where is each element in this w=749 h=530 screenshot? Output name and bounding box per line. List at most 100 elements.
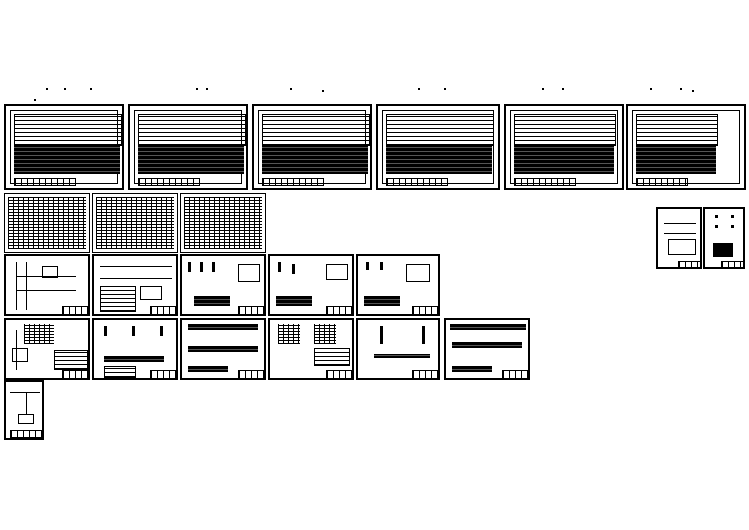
- title-block: [238, 306, 266, 316]
- drawing-sheet: [4, 104, 124, 190]
- wire: [16, 330, 17, 370]
- wire: [664, 233, 696, 234]
- symbol-row: [188, 324, 258, 330]
- title-block: [514, 178, 576, 186]
- header-mark: [322, 90, 324, 92]
- schematic-sheet: [4, 318, 90, 380]
- symbol-row: [364, 296, 400, 306]
- sheet-table: [386, 144, 492, 174]
- schematic-sheet: [268, 254, 354, 316]
- wire: [10, 392, 40, 393]
- wire: [26, 262, 27, 310]
- schematic-sheet: [4, 380, 44, 440]
- component: [18, 414, 34, 424]
- symbol: [160, 326, 163, 336]
- wire: [26, 392, 27, 414]
- component: [42, 266, 58, 278]
- drawing-sheet: [252, 104, 372, 190]
- header-mark: [444, 88, 446, 90]
- sheet-table: [262, 114, 370, 146]
- title-block: [150, 370, 178, 380]
- sheet-table: [104, 366, 136, 378]
- component: [713, 243, 733, 257]
- schematic-sheet: [656, 207, 702, 269]
- title-block: [238, 370, 266, 380]
- symbol-row: [452, 366, 492, 372]
- header-mark: [418, 88, 420, 90]
- header-mark: [650, 88, 652, 90]
- symbol: [188, 262, 191, 272]
- schematic-sheet: [92, 254, 178, 316]
- title-block: [14, 178, 76, 186]
- wire: [16, 262, 17, 310]
- header-mark: [196, 88, 198, 90]
- component: [238, 264, 260, 282]
- symbol: [731, 225, 734, 228]
- symbol: [380, 326, 383, 344]
- drawing-sheet: [376, 104, 500, 190]
- schematic-sheet: [180, 254, 266, 316]
- symbol-row: [194, 296, 230, 306]
- dense-table: [96, 197, 174, 249]
- dense-table: [184, 197, 262, 249]
- header-mark: [290, 88, 292, 90]
- symbol: [715, 225, 718, 228]
- sheet-table: [100, 286, 136, 312]
- header-mark: [562, 88, 564, 90]
- title-block: [678, 261, 702, 269]
- title-block: [502, 370, 530, 380]
- component: [406, 264, 430, 282]
- symbol: [715, 215, 718, 218]
- drawing-sheet: [128, 104, 248, 190]
- title-block: [62, 370, 90, 380]
- wire: [100, 266, 172, 267]
- sheet-table: [138, 144, 244, 174]
- symbol-row: [188, 366, 228, 372]
- title-block: [62, 306, 90, 316]
- title-block: [412, 306, 440, 316]
- drawing-sheet: [504, 104, 624, 190]
- symbol: [292, 264, 295, 274]
- symbol: [104, 326, 107, 336]
- symbol: [731, 215, 734, 218]
- symbol: [212, 262, 215, 272]
- title-block: [721, 261, 745, 269]
- symbol: [366, 262, 369, 270]
- schematic-sheet: [180, 318, 266, 380]
- symbol-row: [374, 354, 430, 358]
- component: [12, 348, 28, 362]
- sheet-table: [54, 350, 88, 370]
- dense-table: [314, 324, 336, 344]
- sheet-table: [14, 114, 122, 146]
- title-block: [412, 370, 440, 380]
- dense-table: [24, 324, 54, 344]
- wire: [100, 278, 172, 279]
- symbol: [278, 262, 281, 272]
- symbol-row: [188, 346, 258, 352]
- header-mark: [64, 88, 66, 90]
- symbol: [380, 262, 383, 270]
- symbol-row: [104, 356, 164, 362]
- component: [140, 286, 162, 300]
- schematic-sheet: [703, 207, 745, 269]
- title-block: [326, 306, 354, 316]
- table-sheet: [92, 193, 178, 253]
- title-block: [386, 178, 448, 186]
- title-block: [636, 178, 688, 186]
- sheet-table: [262, 144, 368, 174]
- title-block: [262, 178, 324, 186]
- symbol: [200, 262, 203, 272]
- symbol: [132, 326, 135, 336]
- schematic-sheet: [356, 318, 440, 380]
- symbol-row: [452, 342, 522, 348]
- header-mark: [692, 90, 694, 92]
- title-block: [326, 370, 354, 380]
- title-block: [150, 306, 178, 316]
- header-mark: [34, 99, 36, 101]
- sheet-table: [138, 114, 246, 146]
- drawing-sheet: [626, 104, 746, 190]
- sheet-table: [386, 114, 494, 146]
- sheet-table: [636, 114, 718, 146]
- sheet-table: [314, 348, 350, 366]
- header-mark: [90, 88, 92, 90]
